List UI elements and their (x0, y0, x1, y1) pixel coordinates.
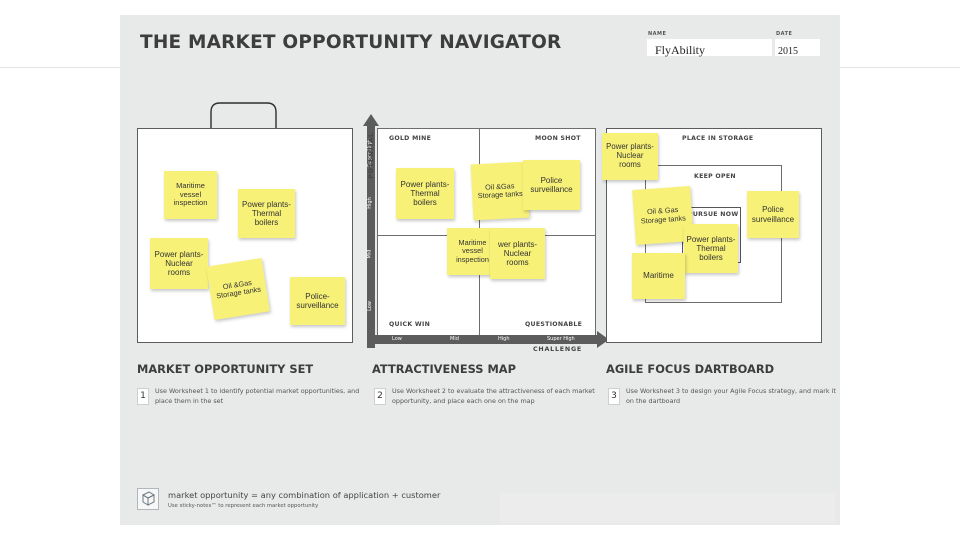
navigator-poster: THE MARKET OPPORTUNITY NAVIGATOR NAME Fl… (120, 15, 840, 525)
sticky-note[interactable]: Power plants- Thermal boilers (684, 224, 738, 273)
y-level-low: Low (366, 301, 373, 311)
name-value: FlyAbility (655, 43, 706, 57)
market-set-heading: MARKET OPPORTUNITY SET (137, 362, 314, 376)
market-set-step: 1 Use Worksheet 1 to identify potential … (137, 385, 367, 425)
sticky-note[interactable]: Oil &Gas Storage tanks (470, 161, 530, 221)
date-value: 2015 (778, 46, 798, 57)
dartboard-step: 3 Use Worksheet 3 to design your Agile F… (608, 385, 838, 425)
up-arrow-icon (363, 114, 379, 126)
footer-band (500, 493, 835, 523)
sticky-note[interactable]: Maritime (632, 253, 685, 299)
y-level-mid: Mid (366, 249, 373, 259)
slide-divider-left (0, 67, 120, 68)
x-axis-title: CHALLENGE (533, 346, 583, 353)
slide-divider-right (840, 67, 960, 68)
x-level-mid: Mid (450, 336, 459, 342)
sticky-note[interactable]: Power plants- Thermal boilers (238, 189, 295, 238)
poster-title: THE MARKET OPPORTUNITY NAVIGATOR (140, 32, 562, 53)
ring-label-keep-open: KEEP OPEN (694, 173, 736, 180)
x-level-high: High (498, 336, 510, 342)
right-arrow-icon (597, 331, 609, 348)
name-field[interactable]: FlyAbility (647, 39, 772, 57)
ring-label-place-in-storage: PLACE IN STORAGE (682, 135, 754, 142)
sticky-note[interactable]: wer plants- Nuclear rooms (490, 228, 545, 279)
attractiveness-map-step: 2 Use Worksheet 2 to evaluate the attrac… (374, 385, 604, 425)
sticky-note[interactable]: Police surveillance (523, 160, 580, 210)
sticky-note-icon (137, 488, 159, 510)
ring-label-pursue-now: PURSUE NOW (688, 211, 739, 218)
footer-hint: Use sticky-notes™ to represent each mark… (168, 503, 319, 509)
step-number: 2 (374, 388, 386, 405)
step-instructions: Use Worksheet 3 to design your Agile Foc… (626, 387, 836, 405)
step-instructions: Use Worksheet 2 to evaluate the attracti… (392, 387, 595, 405)
footer-definition: market opportunity = any combination of … (168, 490, 441, 500)
sticky-note[interactable]: Police surveillance (747, 191, 799, 238)
step-number: 3 (608, 388, 620, 405)
sticky-note[interactable]: Oil &Gas Storage tanks (206, 257, 270, 321)
x-level-super-high: Super High (547, 336, 575, 342)
sticky-note[interactable]: Power plants- Nuclear rooms (602, 133, 658, 180)
y-axis-title: POTENTIAL (367, 132, 375, 179)
date-field[interactable]: 2015 (775, 39, 820, 57)
potential-axis (367, 125, 375, 348)
attractiveness-map-heading: ATTRACTIVENESS MAP (372, 362, 516, 376)
challenge-axis (375, 335, 599, 344)
sticky-note[interactable]: Police- surveillance (290, 277, 345, 325)
sticky-note[interactable]: Power plants- Thermal boilers (396, 168, 454, 219)
quadrant-label-gold-mine: GOLD MINE (389, 135, 432, 142)
quadrant-label-questionable: QUESTIONABLE (525, 321, 583, 328)
step-number: 1 (137, 388, 149, 405)
name-label: NAME (648, 31, 667, 37)
step-instructions: Use Worksheet 1 to identify potential ma… (155, 387, 360, 405)
y-level-high: High (366, 197, 373, 209)
sticky-note[interactable]: Maritime vessel inspection (164, 171, 217, 219)
date-label: DATE (776, 31, 793, 37)
quadrant-label-moon-shot: MOON SHOT (535, 135, 581, 142)
quadrant-label-quick-win: QUICK WIN (389, 321, 431, 328)
sticky-note[interactable]: Power plants- Nuclear rooms (150, 238, 208, 289)
dartboard-heading: AGILE FOCUS DARTBOARD (606, 362, 775, 376)
sticky-note[interactable]: Maritime vessel inspection (447, 228, 498, 275)
x-level-low: Low (392, 336, 402, 342)
